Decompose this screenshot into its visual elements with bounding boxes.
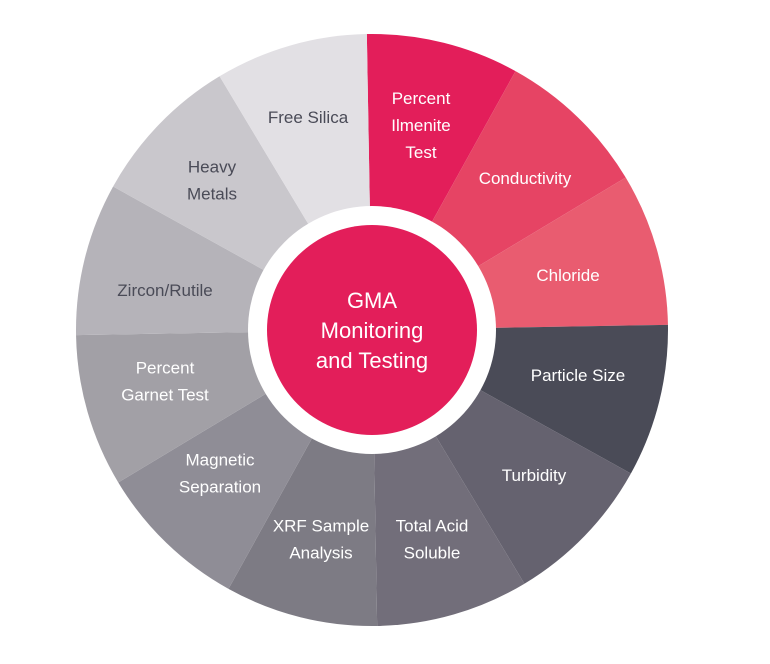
segment-label-line: XRF Sample bbox=[273, 517, 369, 536]
center-hub bbox=[267, 225, 477, 435]
center-title-line: GMA bbox=[347, 288, 397, 313]
segment-label: Particle Size bbox=[531, 366, 625, 385]
segment-label-line: Total Acid bbox=[396, 517, 469, 536]
segment-label: Turbidity bbox=[502, 466, 567, 485]
segment-label-line: Test bbox=[405, 143, 436, 162]
center-title: GMA Monitoring and Testing bbox=[316, 288, 428, 373]
segment-label-line: Particle Size bbox=[531, 366, 625, 385]
segment-label: Chloride bbox=[536, 266, 599, 285]
segment-label-line: Garnet Test bbox=[121, 386, 209, 405]
segment-label-line: Magnetic bbox=[186, 451, 255, 470]
segment-label-line: Percent bbox=[392, 89, 451, 108]
segment-label-line: Separation bbox=[179, 478, 261, 497]
segment-label-line: Conductivity bbox=[479, 169, 572, 188]
segment-label-line: Free Silica bbox=[268, 108, 349, 127]
segment-label: Free Silica bbox=[268, 108, 349, 127]
segment-label-line: Soluble bbox=[404, 544, 461, 563]
segment-label-line: Metals bbox=[187, 185, 237, 204]
center-title-line: Monitoring bbox=[321, 318, 424, 343]
segment-label-line: Analysis bbox=[289, 544, 352, 563]
segment-label-line: Chloride bbox=[536, 266, 599, 285]
segment-label-line: Heavy bbox=[188, 158, 237, 177]
segment-label-line: Percent bbox=[136, 359, 195, 378]
segment-label-line: Zircon/Rutile bbox=[117, 281, 212, 300]
segment-label-line: Turbidity bbox=[502, 466, 567, 485]
segment-label: Zircon/Rutile bbox=[117, 281, 212, 300]
segment-label: Conductivity bbox=[479, 169, 572, 188]
center-title-line: and Testing bbox=[316, 348, 428, 373]
segment-label-line: Ilmenite bbox=[391, 116, 451, 135]
